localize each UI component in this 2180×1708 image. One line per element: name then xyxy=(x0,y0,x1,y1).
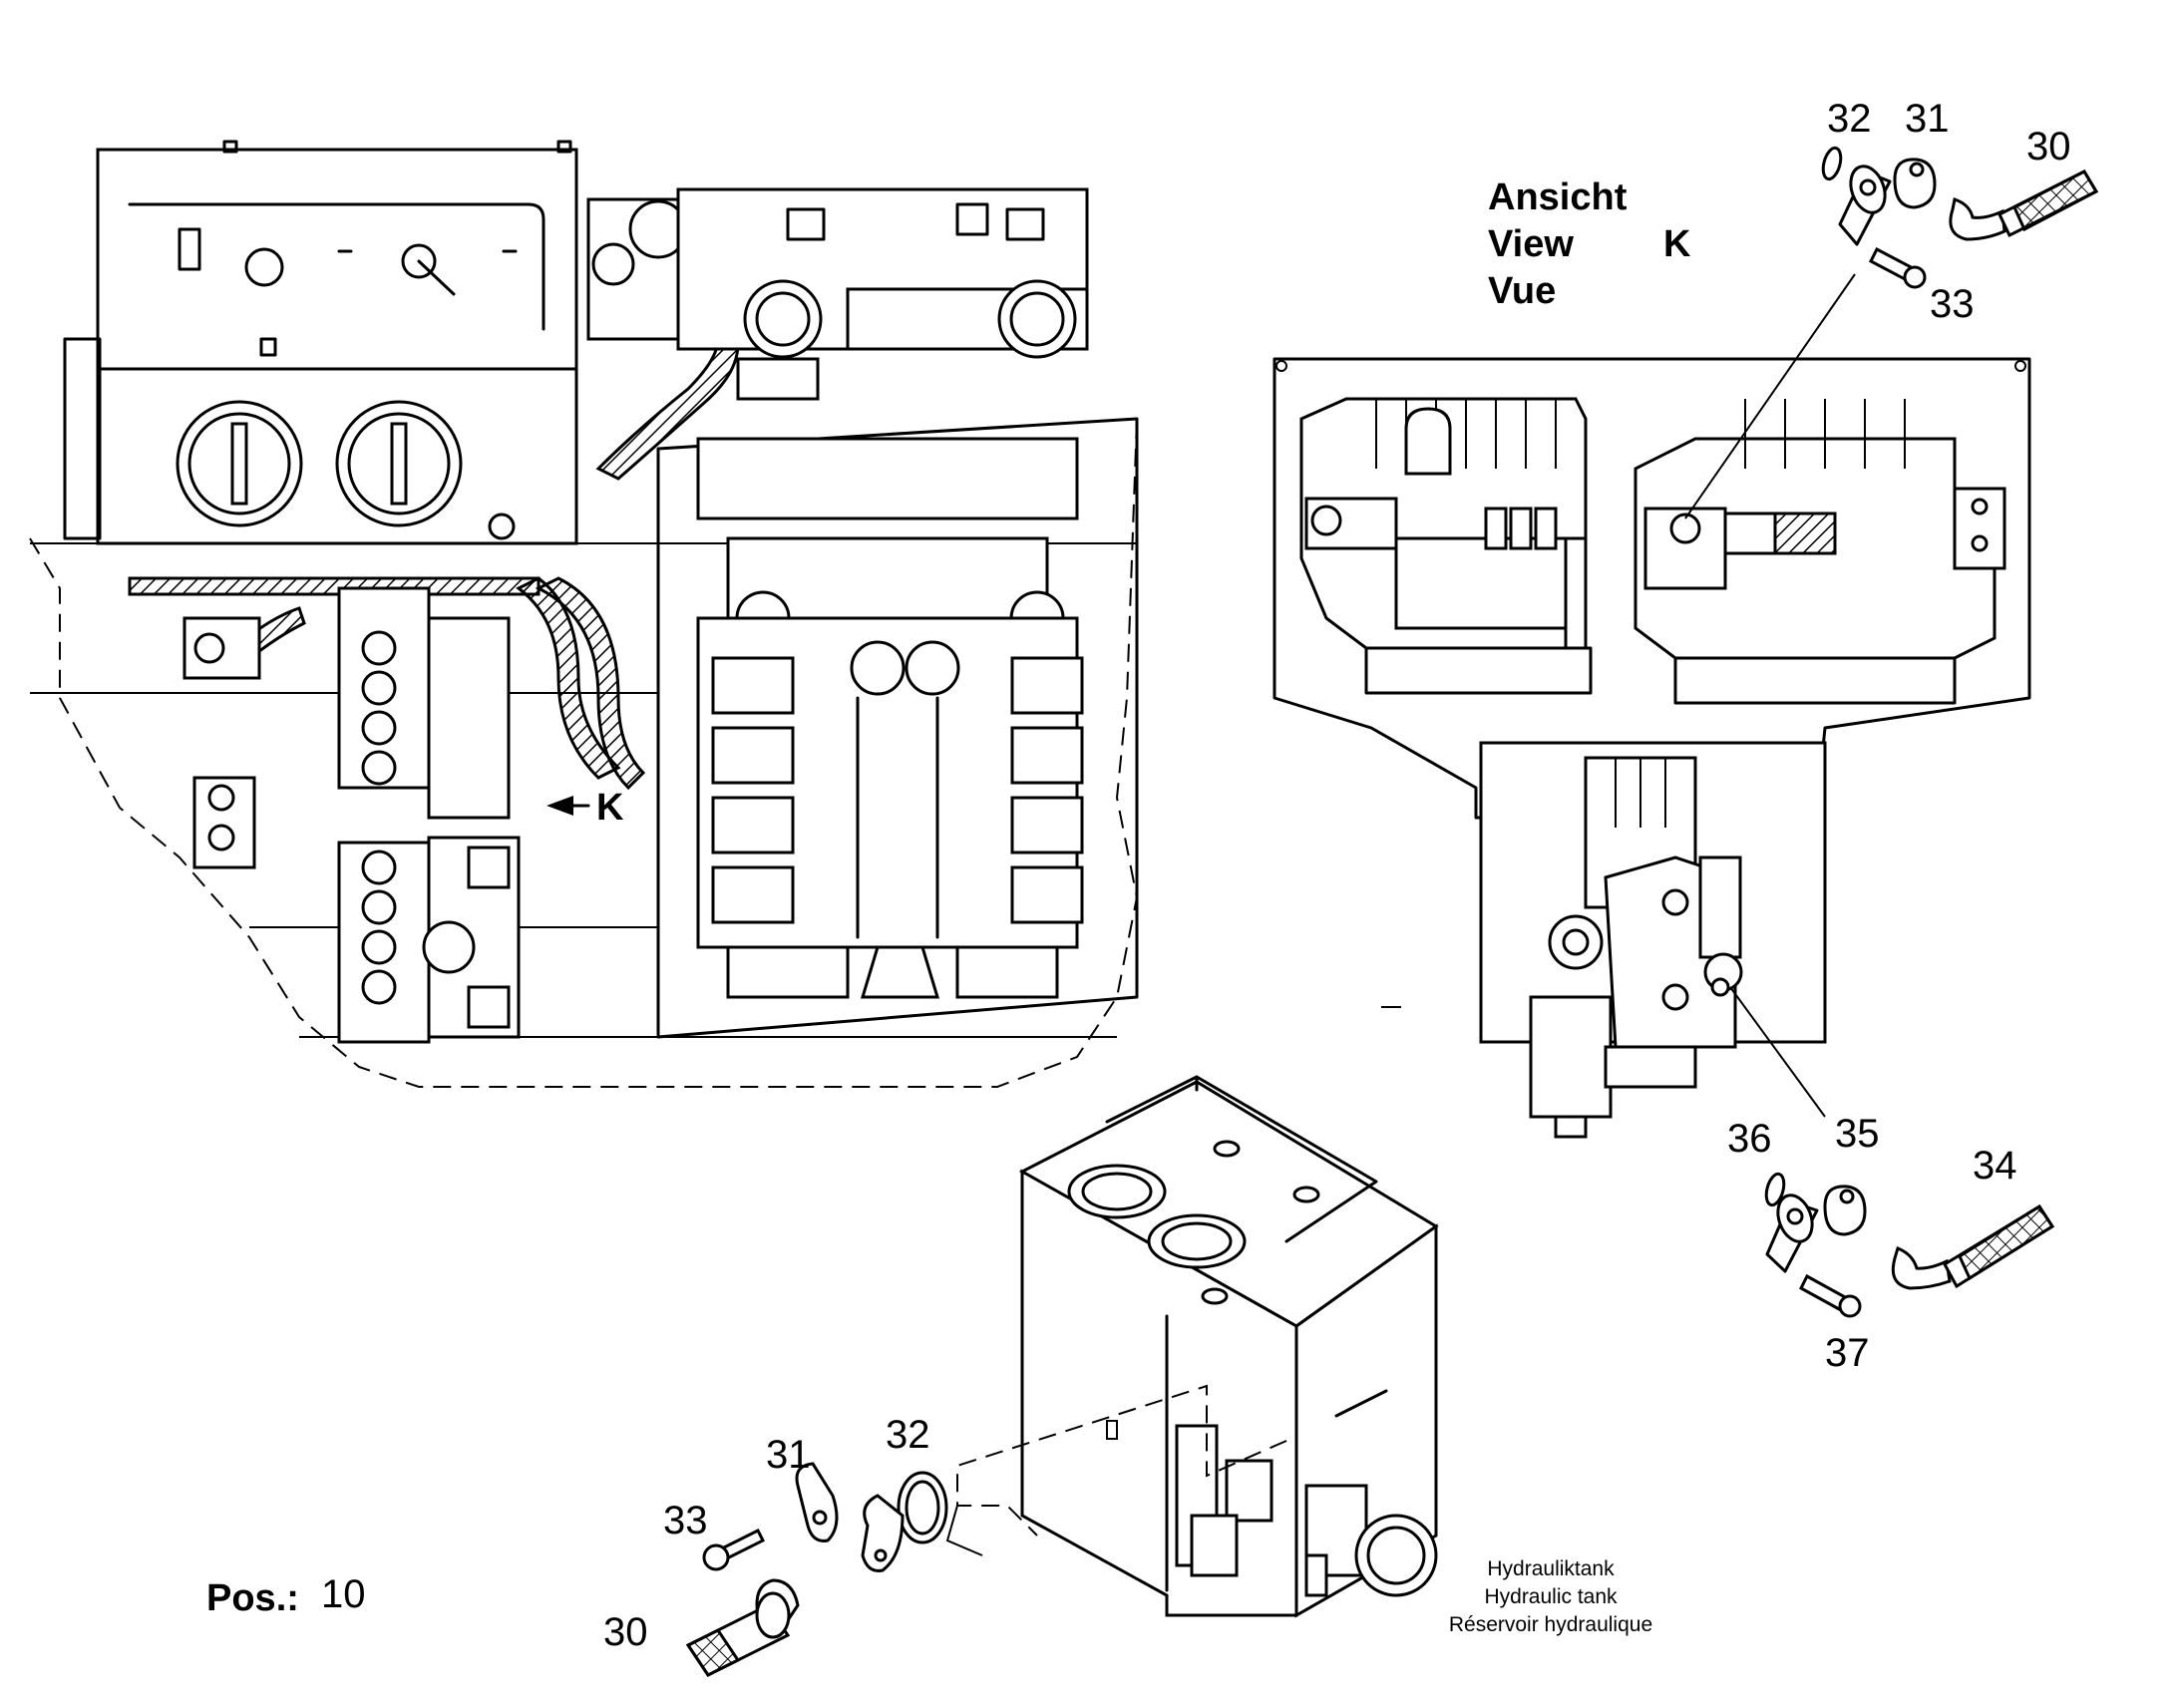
view-k-arrow: K xyxy=(546,787,624,829)
position-label-text: Pos.: xyxy=(206,1577,299,1619)
parts-bottom xyxy=(685,1384,1287,1677)
callout-30: 30 xyxy=(2026,125,2071,169)
leader-top-right xyxy=(1684,273,1856,519)
callout-30-bottom: 30 xyxy=(603,1610,648,1654)
callouts-right: 34 35 36 37 xyxy=(1727,1112,2017,1375)
callout-35: 35 xyxy=(1835,1112,1880,1156)
view-k-letter: K xyxy=(1663,223,1691,265)
machine-assembly xyxy=(29,140,1139,1088)
hydraulic-tank xyxy=(1018,1075,1439,1618)
tank-caption-en: Hydraulic tank xyxy=(1484,1585,1618,1608)
callout-34: 34 xyxy=(1973,1144,2017,1188)
view-k-drawing xyxy=(1272,357,2031,1139)
callouts-top-right: 30 31 32 33 xyxy=(1827,97,2071,326)
callout-32-bottom: 32 xyxy=(886,1413,930,1457)
leader-right xyxy=(1729,986,1826,1118)
view-k-arrow-label: K xyxy=(596,787,624,829)
callout-31-bottom: 31 xyxy=(766,1433,811,1477)
valve-column-lower xyxy=(361,850,397,1005)
view-title-en: View xyxy=(1488,223,1574,265)
tank-caption: Hydrauliktank Hydraulic tank Réservoir h… xyxy=(1449,1557,1652,1636)
parts-top-right xyxy=(1821,146,2099,289)
callout-32: 32 xyxy=(1827,97,1872,141)
tank-caption-fr: Réservoir hydraulique xyxy=(1449,1613,1652,1636)
callout-36: 36 xyxy=(1727,1117,1772,1161)
cylinder-blocks-left xyxy=(711,656,795,924)
position-label: Pos.: 10 xyxy=(206,1572,366,1619)
view-k-title: Ansicht View Vue K xyxy=(1488,176,1691,312)
view-title-fr: Vue xyxy=(1488,270,1556,312)
callout-37: 37 xyxy=(1825,1331,1870,1375)
position-value: 10 xyxy=(321,1572,366,1616)
lower-pump-fins xyxy=(1615,758,1666,828)
view-title-de: Ansicht xyxy=(1488,176,1628,218)
callout-33: 33 xyxy=(1930,282,1975,326)
callouts-bottom: 30 31 32 33 xyxy=(603,1413,930,1654)
callout-31: 31 xyxy=(1905,97,1950,141)
parts-right xyxy=(1764,1172,2055,1318)
cylinder-blocks-right xyxy=(1010,656,1084,924)
callout-33-bottom: 33 xyxy=(663,1499,708,1542)
valve-column-upper xyxy=(361,630,397,786)
cooling-fins-right xyxy=(1744,399,1906,469)
tank-caption-de: Hydrauliktank xyxy=(1487,1557,1615,1580)
